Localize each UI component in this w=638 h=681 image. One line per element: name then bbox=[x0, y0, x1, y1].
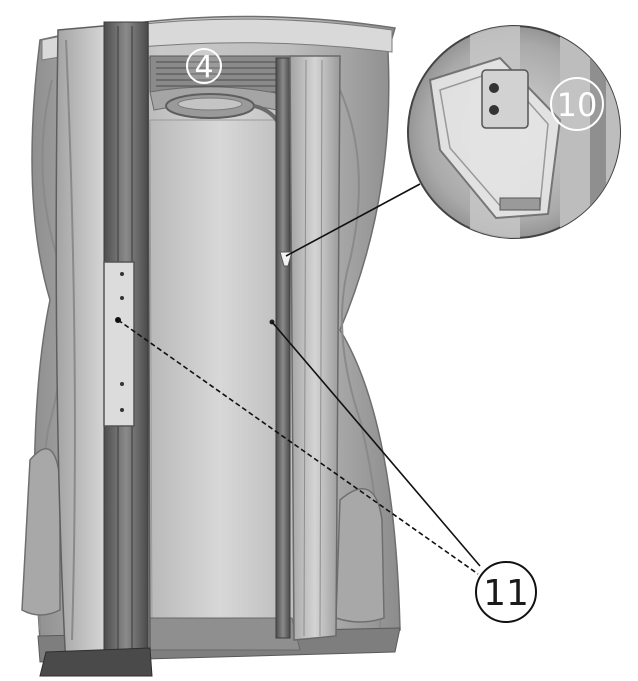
leader-line-hinge-right bbox=[271, 321, 481, 567]
callout-fan-number: 4 bbox=[194, 50, 213, 85]
callout-hinges: 11 bbox=[475, 561, 537, 623]
detail-inset bbox=[407, 25, 621, 239]
callout-detail-number: 10 bbox=[557, 86, 598, 124]
right-door-frame bbox=[269, 55, 341, 641]
callout-hinges-number: 11 bbox=[483, 573, 529, 614]
leader-line-detail bbox=[285, 183, 421, 257]
callout-detail: 10 bbox=[550, 77, 604, 131]
callout-fan: 4 bbox=[186, 48, 222, 85]
top-fan-unit bbox=[149, 55, 291, 141]
leader-lines bbox=[117, 183, 481, 575]
left-door bbox=[39, 21, 153, 677]
leader-line-hinge-left bbox=[117, 319, 479, 575]
booth-interior bbox=[141, 57, 301, 651]
